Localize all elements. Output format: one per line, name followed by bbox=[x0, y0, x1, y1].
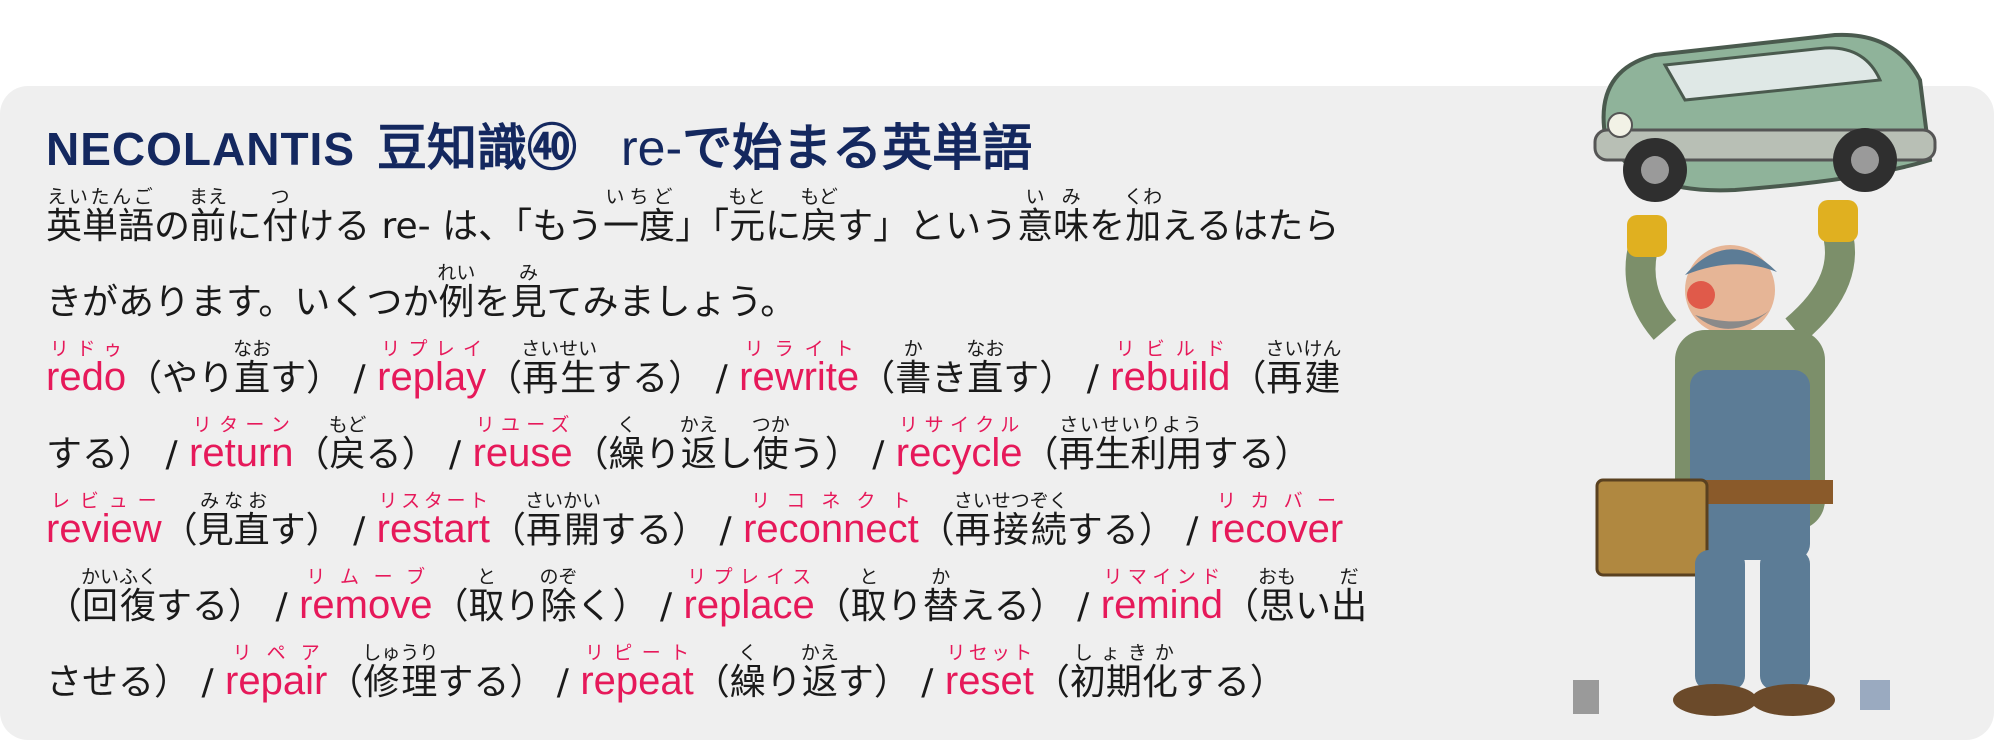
furigana-word: 英単語えいたんご bbox=[46, 186, 155, 247]
intro-line-2: きがあります。いくつか例れいを見みてみましょう。 bbox=[46, 262, 797, 323]
mechanic-lifting-car-illustration bbox=[1573, 32, 1937, 716]
furigana-word: 使つか bbox=[751, 414, 790, 475]
separator: / bbox=[437, 434, 473, 475]
separator: / bbox=[154, 434, 190, 475]
furigana-word: 繰く bbox=[608, 414, 645, 475]
furigana-word: 出だ bbox=[1331, 566, 1368, 627]
word-line: （回復かいふくする） / removeリムーブ（取とり除のぞく） / repla… bbox=[46, 566, 1368, 627]
furigana-word: 修理しゅうり bbox=[362, 642, 439, 703]
separator: / bbox=[708, 510, 744, 551]
furigana-word: 直なお bbox=[233, 338, 272, 399]
separator: / bbox=[545, 662, 581, 703]
separator: / bbox=[909, 662, 945, 703]
furigana-word: 替か bbox=[922, 566, 959, 627]
furigana-word: 再生さいせい bbox=[521, 338, 598, 399]
furigana-word: 再生利用さいせいりよう bbox=[1058, 414, 1203, 475]
separator: / bbox=[648, 586, 684, 627]
furigana-word: 加くわ bbox=[1124, 186, 1163, 247]
separator: / bbox=[704, 358, 740, 399]
furigana-word: 見み bbox=[510, 262, 547, 323]
english-word: reuseリユーズ bbox=[472, 414, 573, 475]
furigana-word: 例れい bbox=[437, 262, 476, 323]
furigana-word: 回復かいふく bbox=[81, 566, 158, 627]
english-word: repeatリピート bbox=[580, 642, 694, 703]
english-word: returnリターン bbox=[189, 414, 294, 475]
separator: / bbox=[264, 586, 300, 627]
furigana-word: 取と bbox=[850, 566, 887, 627]
separator: / bbox=[342, 358, 378, 399]
separator: / bbox=[1075, 358, 1111, 399]
separator: / bbox=[190, 662, 226, 703]
english-word: repairリペア bbox=[225, 642, 328, 703]
word-line: reviewレビュー（見直みなおす） / restartリスタート（再開さいかい… bbox=[46, 490, 1344, 551]
english-word: recoverリカバー bbox=[1209, 490, 1344, 551]
furigana-word: 取と bbox=[468, 566, 505, 627]
english-word: resetリセット bbox=[944, 642, 1034, 703]
word-line: させる） / repairリペア（修理しゅうりする） / repeatリピート（… bbox=[46, 642, 1286, 703]
word-line: する） / returnリターン（戻もどる） / reuseリユーズ（繰くり返か… bbox=[46, 414, 1311, 475]
english-word: redoリドゥ bbox=[46, 338, 127, 399]
english-word: remindリマインド bbox=[1100, 566, 1224, 627]
title-rest: で始まる英単語 bbox=[682, 120, 1033, 176]
furigana-word: 付つ bbox=[262, 186, 299, 247]
english-word: restartリスタート bbox=[376, 490, 491, 551]
english-word: recycleリサイクル bbox=[895, 414, 1023, 475]
furigana-word: 繰く bbox=[729, 642, 766, 703]
furigana-word: 再開さいかい bbox=[525, 490, 602, 551]
furigana-word: 戻もど bbox=[800, 186, 838, 247]
furigana-word: 返かえ bbox=[679, 414, 718, 475]
furigana-word: 戻もど bbox=[328, 414, 367, 475]
furigana-word: 再接続さいせつぞく bbox=[953, 490, 1068, 551]
furigana-word: 見直みなお bbox=[197, 490, 270, 551]
separator: / bbox=[341, 510, 377, 551]
page-title: NECOLANTIS 豆知識㊵ re-で始まる英単語 bbox=[46, 118, 1032, 178]
title-prefix: re- bbox=[621, 120, 683, 176]
furigana-word: 初期化しょきか bbox=[1069, 642, 1178, 703]
furigana-word: 元もと bbox=[728, 186, 766, 247]
english-word: replayリプレイ bbox=[377, 338, 487, 399]
separator: / bbox=[1065, 586, 1101, 627]
title-label: 豆知識㊵ bbox=[377, 120, 577, 176]
furigana-word: 前まえ bbox=[189, 186, 228, 247]
furigana-word: 直なお bbox=[966, 338, 1005, 399]
english-word: removeリムーブ bbox=[299, 566, 433, 627]
word-line: redoリドゥ（やり直なおす） / replayリプレイ（再生さいせいする） /… bbox=[46, 338, 1342, 399]
furigana-word: 意味いみ bbox=[1017, 186, 1090, 247]
car-icon bbox=[1593, 32, 1937, 202]
english-word: reconnectリコネクト bbox=[743, 490, 919, 551]
intro-line-1: 英単語えいたんごの前まえに付つける re- は、「もう一度いちど」「元もとに戻も… bbox=[46, 186, 1340, 247]
furigana-word: 思おも bbox=[1258, 566, 1297, 627]
furigana-word: 一度いちど bbox=[603, 186, 676, 247]
english-word: rewriteリライト bbox=[739, 338, 860, 399]
separator: / bbox=[1174, 510, 1210, 551]
furigana-word: 除のぞ bbox=[539, 566, 578, 627]
furigana-word: 再建さいけん bbox=[1265, 338, 1342, 399]
title-brand: NECOLANTIS bbox=[46, 123, 355, 175]
separator: / bbox=[860, 434, 896, 475]
furigana-word: 返かえ bbox=[800, 642, 839, 703]
english-word: rebuildリビルド bbox=[1110, 338, 1231, 399]
english-word: replaceリプレイス bbox=[683, 566, 815, 627]
furigana-word: 書か bbox=[895, 338, 932, 399]
english-word: reviewレビュー bbox=[46, 490, 162, 551]
